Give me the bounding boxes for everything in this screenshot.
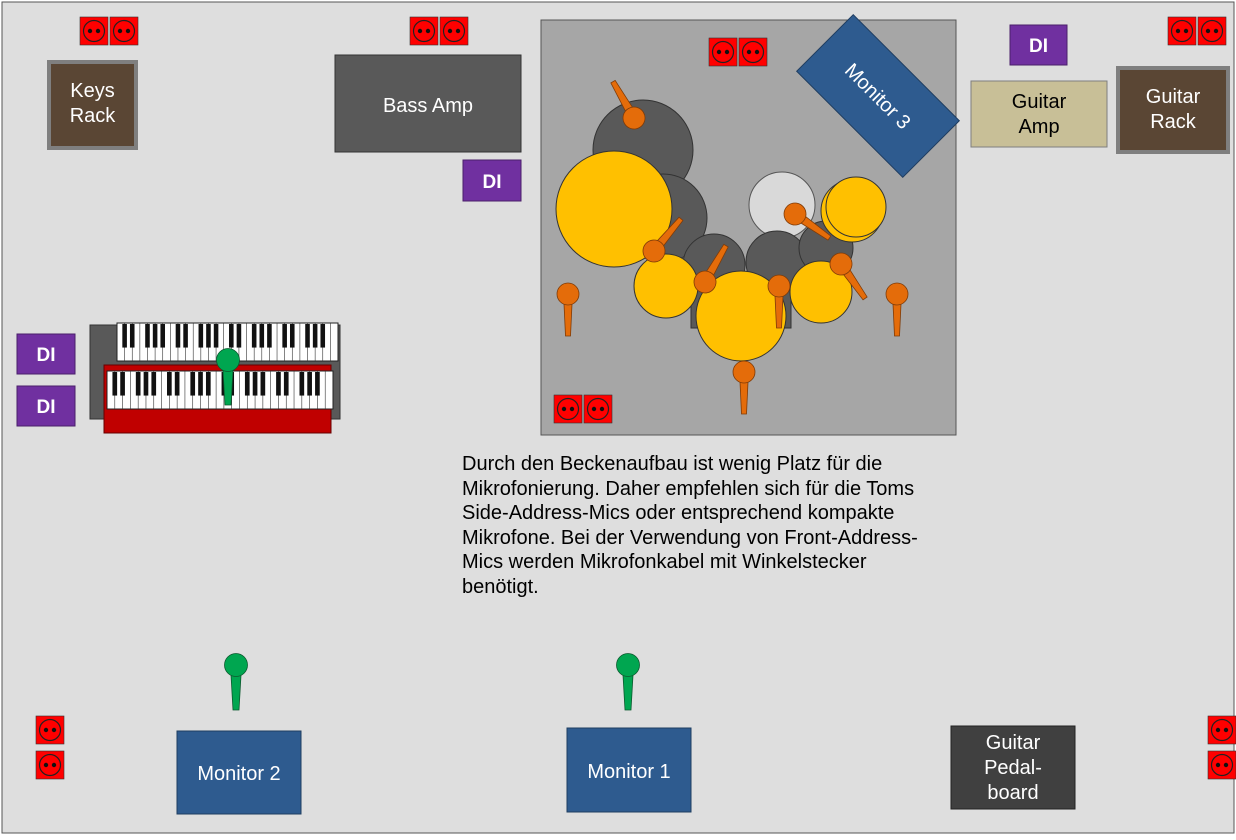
black-key [229, 324, 234, 348]
guitar-amp: Guitar Amp [970, 80, 1108, 148]
keys-rack-label-2: Rack [70, 105, 117, 127]
di-box-keys-2: DI [16, 385, 76, 427]
guitar-rack: Guitar Rack [1116, 66, 1230, 154]
black-key [143, 372, 149, 396]
black-key [251, 324, 257, 348]
bass-amp: Bass Amp [334, 54, 522, 153]
black-key [120, 372, 125, 396]
guitar-rack-label-1: Guitar [1146, 86, 1201, 108]
black-key [213, 324, 219, 348]
black-key [122, 324, 127, 348]
di-box-keys-1: DI [16, 333, 76, 375]
splash-cymbal-right [789, 260, 853, 324]
drum-kit [555, 99, 887, 362]
black-key [236, 324, 242, 348]
black-key [206, 324, 211, 348]
di-label: DI [37, 397, 56, 418]
black-key [305, 324, 310, 348]
china-cymbal [695, 270, 787, 362]
pedalboard-label-1: Guitar [986, 732, 1041, 754]
monitor-3: Monitor 3 [795, 13, 961, 179]
di-label: DI [483, 172, 502, 193]
bass-amp-label: Bass Amp [383, 95, 473, 117]
black-key [174, 372, 180, 396]
black-key [315, 372, 320, 396]
black-key [183, 324, 188, 348]
di-box-guitar: DI [1009, 24, 1068, 66]
power-outlet-right-2 [1207, 750, 1236, 780]
black-key [151, 372, 157, 396]
keys-rack: Keys Rack [47, 60, 138, 150]
black-key [299, 372, 305, 396]
monitor-1: Monitor 1 [566, 727, 692, 813]
note-line: Side-Address-Mics oder entsprechend komp… [462, 502, 895, 524]
pedalboard-label-3: board [987, 782, 1038, 804]
black-key [160, 324, 166, 348]
monitor-2: Monitor 2 [176, 730, 302, 815]
power-outlet-left-2 [35, 750, 65, 780]
black-key [152, 324, 158, 348]
black-key [198, 324, 204, 348]
black-key [167, 372, 172, 396]
di-label: DI [37, 345, 56, 366]
black-key [320, 324, 326, 348]
di-box-bass: DI [462, 159, 522, 202]
black-key [175, 324, 181, 348]
black-key [244, 372, 250, 396]
drum-mic-note: Durch den Beckenaufbau ist wenig Platz f… [462, 452, 1062, 599]
hi-hat [748, 171, 816, 239]
guitar-amp-label-2: Amp [1018, 116, 1059, 138]
keys-rack-label-1: Keys [70, 80, 114, 102]
power-outlet-right-1 [1207, 715, 1236, 745]
black-key [282, 324, 287, 348]
black-key [307, 372, 312, 396]
black-key [260, 372, 266, 396]
note-line: Mikrofonierung. Daher empfehlen sich für… [462, 477, 915, 500]
note-line: Durch den Beckenaufbau ist wenig Platz f… [462, 453, 883, 475]
black-key [198, 372, 203, 396]
black-key [129, 324, 135, 348]
guitar-rack-label-2: Rack [1150, 111, 1197, 133]
black-key [289, 324, 295, 348]
guitar-pedalboard: Guitar Pedal- board [950, 725, 1076, 810]
keyboard-lower [106, 370, 334, 410]
black-key [267, 324, 272, 348]
monitor-1-label: Monitor 1 [587, 761, 670, 783]
monitor-2-label: Monitor 2 [197, 763, 280, 785]
black-key [252, 372, 258, 396]
black-key [135, 372, 141, 396]
black-key [283, 372, 289, 396]
keyboard-keybed [106, 370, 334, 410]
note-line: Mikrofone. Bei der Verwendung von Front-… [462, 526, 918, 549]
black-key [205, 372, 211, 396]
pedalboard-label-2: Pedal- [984, 757, 1042, 779]
splash-cymbal-left [633, 253, 699, 319]
note-line: Mics werden Mikrofonkabel mit Winkelstec… [462, 551, 867, 573]
ride-cymbal [555, 150, 673, 268]
black-key [276, 372, 281, 396]
crash-cymbal [825, 176, 887, 238]
black-key [312, 324, 318, 348]
black-key [112, 372, 118, 396]
power-outlet-left-1 [35, 715, 65, 745]
keyboard-setup [89, 322, 341, 434]
note-line: benötigt. [462, 575, 539, 598]
black-key [145, 324, 150, 348]
black-key [259, 324, 265, 348]
black-key [190, 372, 196, 396]
di-label: DI [1029, 36, 1048, 57]
guitar-amp-label-1: Guitar [1012, 91, 1067, 113]
